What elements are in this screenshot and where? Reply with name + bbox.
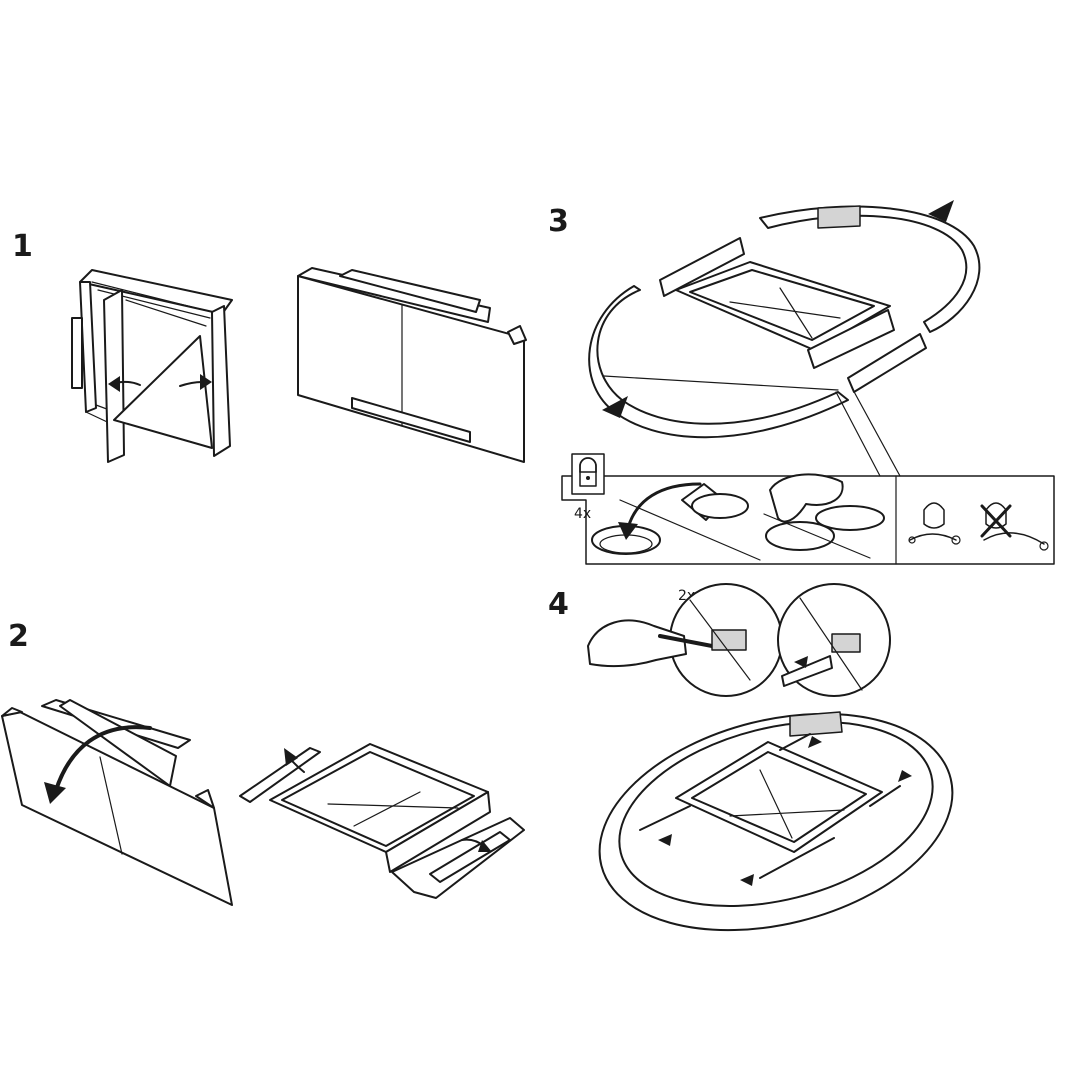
step4-oval-apron-figure xyxy=(598,711,954,932)
step2-frame-extension-figure xyxy=(239,743,525,899)
step-2-number: 2 xyxy=(8,619,29,654)
padlock-icon xyxy=(571,453,605,495)
step3-quantity-callout: 4x xyxy=(574,506,591,522)
step2-tabletop-flip-figure xyxy=(1,699,233,906)
step1-folded-tabletop-figure xyxy=(297,267,527,463)
step-1-number: 1 xyxy=(12,229,33,264)
step-4-number: 4 xyxy=(548,587,569,622)
step4-detail-circles: 2x xyxy=(587,583,891,697)
step-3-number: 3 xyxy=(548,204,569,239)
step3-detail-panel: 4x xyxy=(561,453,1055,565)
step3-oval-apron-figure xyxy=(588,200,981,477)
crossed-out-finger-icon xyxy=(980,502,1049,551)
checkmark-finger-icon xyxy=(908,502,961,545)
step1-folded-frame-figure xyxy=(71,269,233,463)
